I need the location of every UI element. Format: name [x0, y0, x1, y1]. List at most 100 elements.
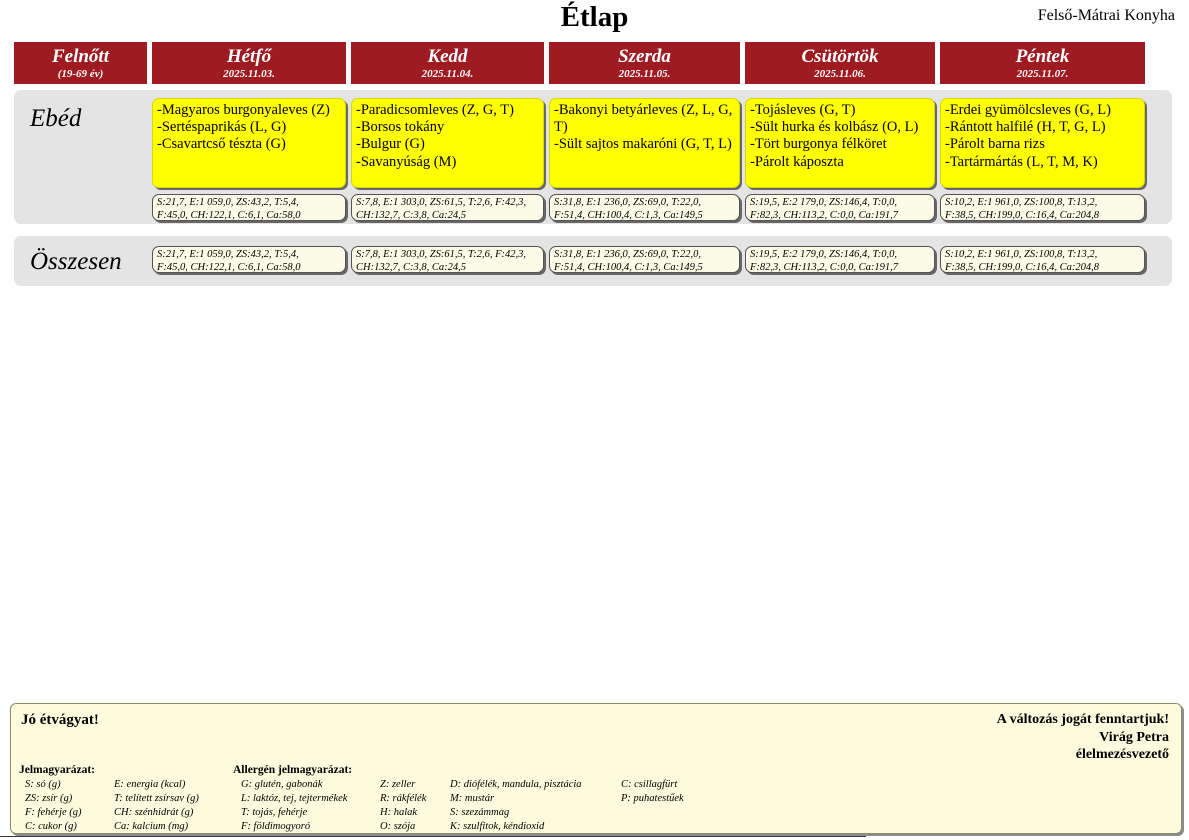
dish-card-wednesday[interactable]: -Bakonyi betyárleves (Z, L, G, T)-Sült s… — [549, 98, 740, 188]
nutrition-line: F:51,4, CH:100,4, C:1,3, Ca:149,5 — [554, 261, 703, 273]
legend-item: P: puhatestűek — [621, 793, 684, 804]
legend-item: E: energia (kcal) — [114, 779, 186, 790]
legend-item: C: cukor (g) — [25, 821, 77, 832]
dish-line: -Savanyúság (M) — [356, 153, 457, 170]
nutrition-line: S:19,5, E:2 179,0, ZS:146,4, T:0,0, — [750, 249, 897, 260]
dish-line: -Párolt barna rizs — [945, 136, 1045, 153]
dish-card-friday[interactable]: -Erdei gyümölcsleves (G, L)-Rántott half… — [940, 98, 1145, 188]
nutrition-card-lunch-monday: S:21,7, E:1 059,0, ZS:43,2, T:5,4,F:45,0… — [152, 194, 346, 221]
nutrition-card-total-friday: S:10,2, E:1 961,0, ZS:100,8, T:13,2,F:38… — [940, 246, 1145, 273]
day-header-name: Csütörtök — [801, 46, 879, 67]
legend-item: M: mustár — [450, 793, 495, 804]
nutrition-card-lunch-wednesday: S:31,8, E:1 236,0, ZS:69,0, T:22,0,F:51,… — [549, 194, 740, 221]
dish-line: -Tojásleves (G, T) — [750, 102, 856, 118]
nutrition-line: S:7,8, E:1 303,0, ZS:61,5, T:2,6, F:42,3… — [356, 249, 527, 260]
legend-item: T: telített zsírsav (g) — [114, 793, 199, 804]
day-header-name: Kedd — [427, 46, 468, 67]
day-header-date: 2025.11.07. — [1016, 68, 1069, 80]
nutrition-line: S:21,7, E:1 059,0, ZS:43,2, T:5,4, — [157, 197, 299, 208]
nutrition-line: S:21,7, E:1 059,0, ZS:43,2, T:5,4, — [157, 249, 299, 260]
nutrition-line: S:31,8, E:1 236,0, ZS:69,0, T:22,0, — [554, 197, 701, 208]
legend-item: Ca: kalcium (mg) — [114, 821, 189, 832]
dish-line: -Bakonyi betyárleves (Z, L, G, T) — [554, 102, 733, 136]
legend-item: G: glutén, gabonák — [241, 779, 323, 790]
legend-item: K: szulfitok, kéndioxid — [450, 821, 545, 832]
nutrition-line: F:82,3, CH:113,2, C:0,0, Ca:191,7 — [750, 261, 898, 273]
dish-line: -Tört burgonya félköret — [750, 136, 887, 153]
nutrition-line: F:38,5, CH:199,0, C:16,4, Ca:204,8 — [945, 209, 1099, 221]
day-header-date: 2025.11.04. — [421, 68, 474, 80]
nutrition-line: F:82,3, CH:113,2, C:0,0, Ca:191,7 — [750, 209, 898, 221]
legend-item: Z: zeller — [380, 779, 416, 790]
day-header-name: Szerda — [618, 46, 671, 67]
dish-line: -Párolt káposzta — [750, 153, 844, 170]
nutrition-line: F:38,5, CH:199,0, C:16,4, Ca:204,8 — [945, 261, 1099, 273]
day-header-name: Felnőtt — [51, 46, 109, 67]
nutrition-line: CH:132,7, C:3,8, Ca:24,5 — [356, 261, 466, 273]
nutrition-card-total-monday: S:21,7, E:1 059,0, ZS:43,2, T:5,4,F:45,0… — [152, 246, 346, 273]
legend-item: CH: szénhidrát (g) — [114, 807, 194, 818]
day-header-date: 2025.11.05. — [618, 68, 671, 80]
signer-role: élelmezésvezető — [1075, 747, 1169, 762]
day-header-date: 2025.11.03. — [223, 68, 275, 80]
nutrition-card-total-tuesday: S:7,8, E:1 303,0, ZS:61,5, T:2,6, F:42,3… — [351, 246, 544, 273]
legend-title-allergen: Allergén jelmagyarázat: — [233, 764, 353, 776]
signer-name: Virág Petra — [1099, 729, 1169, 745]
legend-item: O: szója — [380, 821, 416, 832]
dish-card-tuesday[interactable]: -Paradicsomleves (Z, G, T)-Borsos tokány… — [351, 98, 544, 188]
legend-allergen-column-1: G: glutén, gabonák L: laktóz, tej, tejter… — [241, 778, 347, 834]
nutrition-line: F:45,0, CH:122,1, C:6,1, Ca:58,0 — [157, 261, 301, 273]
legend-title-nutrition: Jelmagyarázat: — [19, 764, 95, 776]
dish-card-monday[interactable]: -Magyaros burgonyaleves (Z)-Sertéspaprik… — [152, 98, 346, 188]
nutrition-line: CH:132,7, C:3,8, Ca:24,5 — [356, 209, 466, 221]
legend-item: S: szezámmag — [450, 807, 510, 818]
footer-divider — [0, 836, 866, 837]
dish-line: -Erdei gyümölcsleves (G, L) — [945, 102, 1111, 118]
nutrition-line: S:10,2, E:1 961,0, ZS:100,8, T:13,2, — [945, 249, 1098, 260]
disclaimer-text: A változás jogát fenntartjuk! — [996, 712, 1169, 727]
nutrition-line: S:7,8, E:1 303,0, ZS:61,5, T:2,6, F:42,3… — [356, 197, 527, 208]
row-label-lunch: Ebéd — [30, 105, 82, 132]
dish-line: -Magyaros burgonyaleves (Z) — [157, 102, 330, 118]
dish-line: -Borsos tokány — [356, 119, 445, 136]
legend-nutrition-column-2: E: energia (kcal) T: telített zsírsav (g)… — [114, 778, 199, 834]
day-header-date: 2025.11.06. — [814, 68, 866, 80]
dish-line: -Paradicsomleves (Z, G, T) — [356, 102, 514, 118]
legend-item: ZS: zsír (g) — [25, 793, 73, 804]
legend-item: D: diófélék, mandula, pisztácia — [450, 779, 582, 790]
dish-line: -Sült sajtos makaróni (G, T, L) — [554, 136, 732, 153]
day-header-name: Péntek — [1015, 46, 1070, 67]
legend-item: L: laktóz, tej, tejtermékek — [241, 793, 348, 804]
nutrition-card-lunch-friday: S:10,2, E:1 961,0, ZS:100,8, T:13,2,F:38… — [940, 194, 1145, 221]
legend-item: T: tojás, fehérje — [241, 807, 308, 818]
nutrition-line: F:51,4, CH:100,4, C:1,3, Ca:149,5 — [554, 209, 703, 221]
dish-line: -Bulgur (G) — [356, 136, 425, 153]
total-row: Összesen S:21,7, E:1 059,0, ZS:43,2, T:5… — [14, 236, 1172, 286]
signature-block: A változás jogát fenntartjuk! Virág Petr… — [997, 711, 1169, 764]
day-header-date: (19-69 év) — [57, 68, 104, 80]
title-bar: Étlap Felső-Mátrai Konyha — [0, 0, 1189, 38]
page-title: Étlap — [560, 1, 629, 33]
nutrition-card-total-wednesday: S:31,8, E:1 236,0, ZS:69,0, T:22,0,F:51,… — [549, 246, 740, 273]
legend-item: S: só (g) — [25, 779, 61, 790]
legend-nutrition-column-1: S: só (g) ZS: zsír (g) F: fehérje (g) C: cu… — [25, 778, 82, 834]
dish-line: -Sült hurka és kolbász (O, L) — [750, 119, 919, 136]
row-label-total: Összesen — [30, 248, 122, 275]
nutrition-card-total-thursday: S:19,5, E:2 179,0, ZS:146,4, T:0,0,F:82,… — [745, 246, 935, 273]
footer-panel: Jó étvágyat! A változás jogát fenntartju… — [10, 703, 1182, 834]
nutrition-line: S:19,5, E:2 179,0, ZS:146,4, T:0,0, — [750, 197, 897, 208]
legend-item: F: földimogyoró — [241, 821, 311, 832]
bon-appetit-text: Jó étvágyat! — [21, 712, 99, 728]
dish-line: -Rántott halfilé (H, T, G, L) — [945, 119, 1106, 136]
nutrition-card-lunch-thursday: S:19,5, E:2 179,0, ZS:146,4, T:0,0,F:82,… — [745, 194, 935, 221]
nutrition-card-lunch-tuesday: S:7,8, E:1 303,0, ZS:61,5, T:2,6, F:42,3… — [351, 194, 544, 221]
legend-item: H: halak — [380, 807, 418, 818]
legend-item: F: fehérje (g) — [25, 807, 82, 818]
dish-card-thursday[interactable]: -Tojásleves (G, T)-Sült hurka és kolbász… — [745, 98, 935, 188]
